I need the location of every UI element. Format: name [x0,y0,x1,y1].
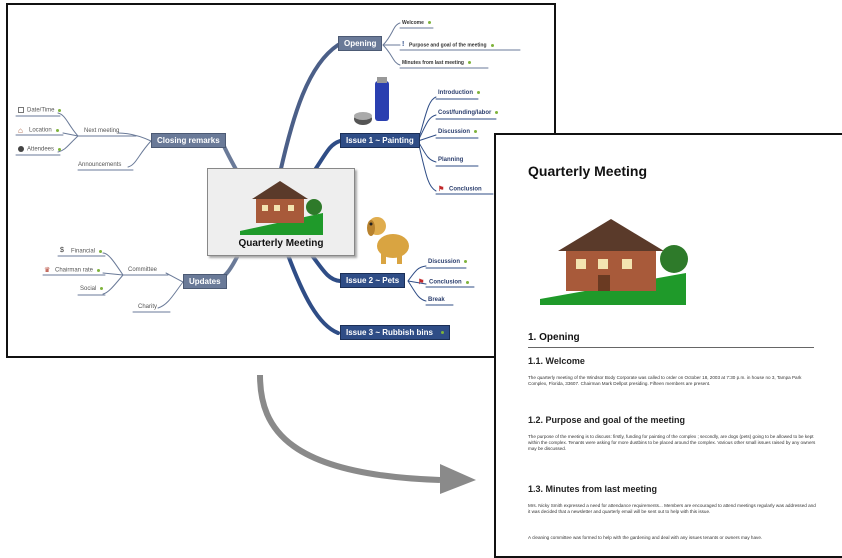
note-dot [58,147,62,151]
note-dot [58,108,62,112]
house-image [240,181,323,235]
note-dot [55,128,59,132]
note-dot [465,280,469,284]
calendar-icon [18,107,24,113]
note-dot [464,259,468,263]
branch-issue-rubbish[interactable]: Issue 3 ~ Rubbish bins [340,325,450,340]
branch-opening[interactable]: Opening [338,36,383,51]
mindmap-panel: Quarterly Meeting Opening Welcome !Purpo… [6,3,556,358]
leaf-attendees[interactable]: Attendees [18,146,62,153]
money-icon: $ [60,247,64,254]
people-icon [18,146,24,152]
document-title: Quarterly Meeting [528,163,648,179]
leaf-discussion-2[interactable]: Discussion [428,259,468,265]
leaf-location[interactable]: ⌂Location [18,126,59,135]
house-image [540,219,688,305]
note-dot [477,90,480,94]
note-dot [467,61,471,65]
exclamation-icon: ! [402,41,405,48]
paragraph: Mrs. Nicky Smith expressed a need for at… [528,503,816,514]
leaf-financial[interactable]: $Financial [60,247,103,255]
subsection-heading: 1.1. Welcome [528,356,585,366]
paragraph: A cleaning committee was formed to help … [528,535,763,540]
leaf-next-meeting[interactable]: Next meeting [84,128,120,134]
note-dot [99,249,103,253]
branch-issue-pets[interactable]: Issue 2 ~ Pets [340,273,406,288]
flag-icon: ⚑ [418,279,425,286]
leaf-purpose[interactable]: !Purpose and goal of the meeting [402,41,494,49]
leaf-social[interactable]: Social [80,286,104,292]
leaf-introduction[interactable]: Introduction [438,90,480,96]
paint-can-image [354,77,389,125]
leaf-charity[interactable]: Charity [138,304,158,310]
leaf-announcements[interactable]: Announcements [78,162,122,168]
leaf-welcome[interactable]: Welcome [402,20,431,26]
note-dot [427,21,431,25]
paragraph: The quarterly meeting of the Windsor Bod… [528,375,802,386]
leaf-conclusion-1[interactable]: ⚑Conclusion [438,186,482,193]
leaf-conclusion-2[interactable]: ⚑Conclusion [418,278,469,286]
subsection-heading: 1.2. Purpose and goal of the meeting [528,415,686,425]
note-dot [495,110,499,114]
flow-arrow [257,374,476,494]
leaf-chairman-rate[interactable]: ♛Chairman rate [44,266,101,274]
flag-icon: ⚑ [438,186,445,193]
leaf-planning[interactable]: Planning [438,157,464,163]
note-dot [97,268,101,272]
subsection-heading: 1.3. Minutes from last meeting [528,484,658,494]
note-dot [440,331,444,335]
house-icon: ⌂ [18,126,23,135]
document-preview: Quarterly Meeting 1. Opening 1.1. Welcom… [494,133,842,558]
branch-updates[interactable]: Updates [183,274,227,289]
note-dot [100,286,104,290]
center-topic[interactable]: Quarterly Meeting [207,168,355,256]
section-divider [528,347,814,348]
branch-closing-remarks[interactable]: Closing remarks [151,133,226,148]
leaf-minutes[interactable]: Minutes from last meeting [402,60,471,66]
leaf-date-time[interactable]: Date/Time [18,107,62,114]
section-heading: 1. Opening [528,332,580,343]
note-dot [474,129,478,133]
center-topic-title: Quarterly Meeting [238,238,324,249]
note-dot [490,43,494,47]
leaf-committee[interactable]: Committee [128,267,158,273]
leaf-break[interactable]: Break [428,297,445,303]
leaf-cost-funding[interactable]: Cost/funding/labor [438,110,499,116]
paragraph: The purpose of the meeting is to discuss… [528,434,816,451]
leaf-discussion-1[interactable]: Discussion [438,129,478,135]
branch-issue-painting[interactable]: Issue 1 ~ Painting [340,133,420,148]
chairman-icon: ♛ [44,267,51,274]
dog-image [367,217,409,264]
